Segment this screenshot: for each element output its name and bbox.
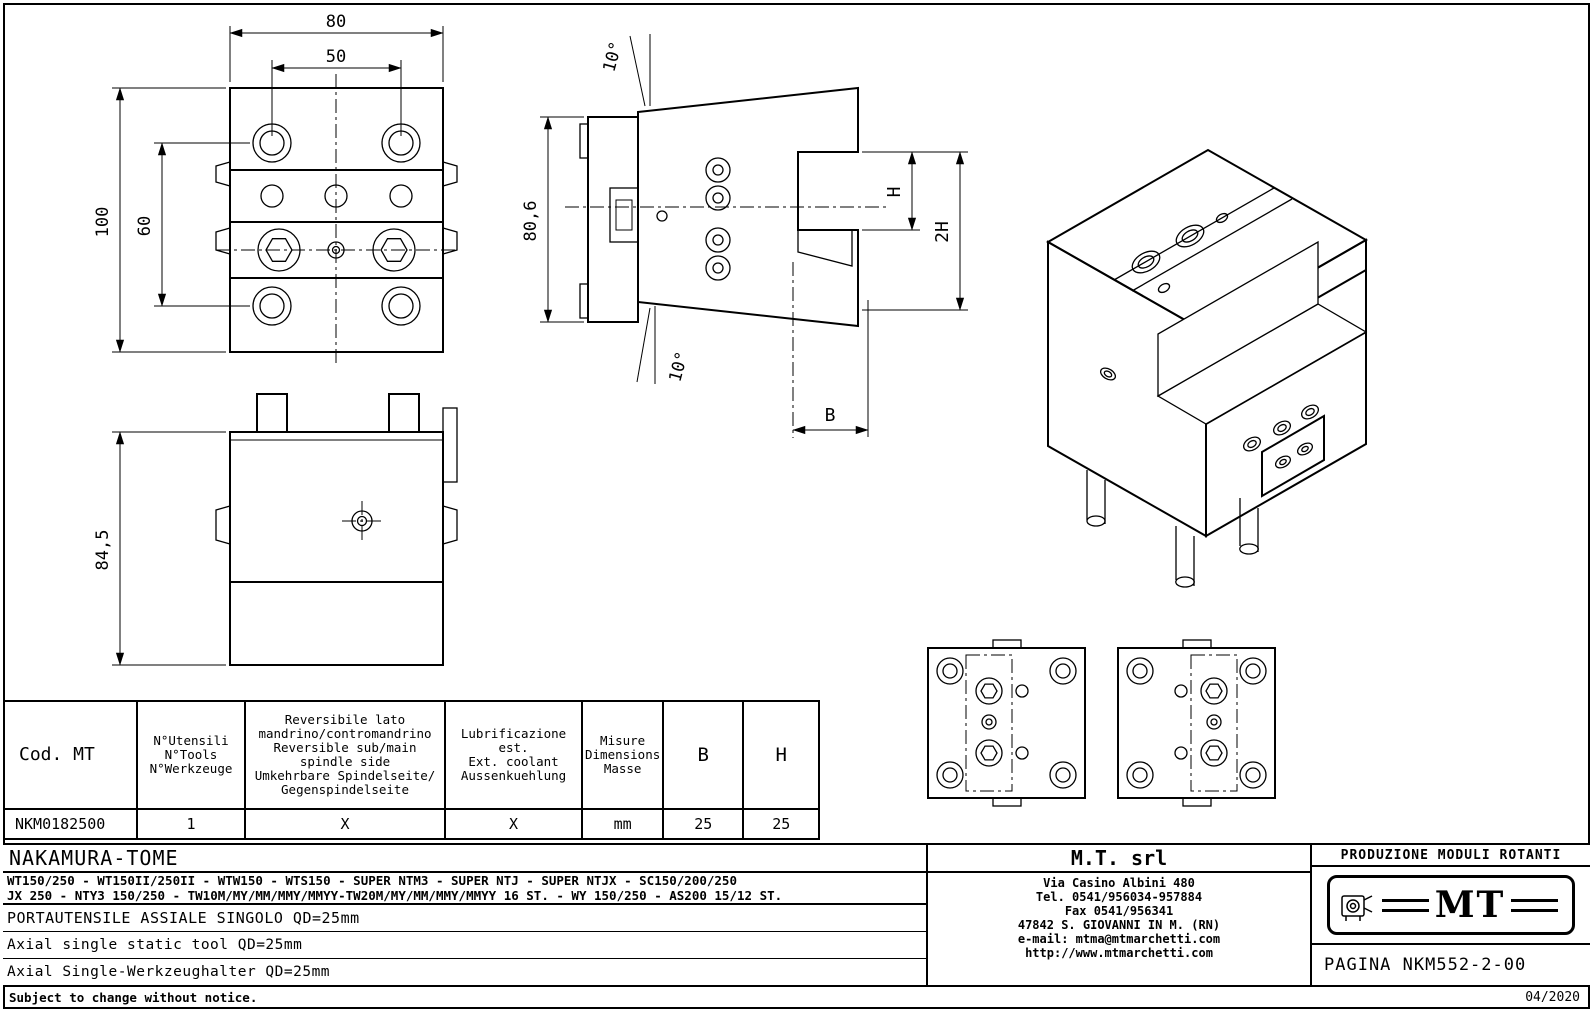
side-body — [579, 86, 859, 328]
cell-reversible: X — [244, 808, 446, 840]
cell-tools: 1 — [136, 808, 246, 840]
title-block-company: M.T. srl Via Casino Albini 480 Tel. 0541… — [928, 845, 1312, 985]
company-email: e-mail: mtma@mtmarchetti.com — [1017, 932, 1221, 946]
description-english: Axial single static tool QD=25mm — [3, 931, 926, 958]
isometric-view — [1045, 148, 1369, 588]
dim-side-slot-h: H — [884, 187, 905, 198]
small-view-left — [927, 639, 1086, 807]
iso-pins — [1086, 470, 1259, 588]
logo-right-bar — [1511, 898, 1559, 912]
col-header-coolant: Lubrificazione est. Ext. coolant Aussenk… — [444, 700, 583, 810]
bottom-view: 84,5 — [93, 393, 458, 666]
page-number: PAGINA NKM552-2-00 — [1312, 943, 1590, 985]
col-header-cod: Cod. MT — [3, 700, 138, 810]
side-view: 10° 80,6 H 2H 10° B — [521, 34, 968, 438]
dim-front-inner-height: 60 — [135, 216, 155, 236]
front-dimensions: 80 50 100 60 — [93, 12, 444, 353]
spec-table: Cod. MT N°Utensili N°Tools N°Werkzeuge R… — [3, 700, 821, 840]
rotary-module-icon — [1341, 895, 1373, 921]
dim-side-width-b: B — [825, 405, 836, 426]
bottom-dimensions: 84,5 — [93, 431, 226, 666]
col-header-reversible: Reversibile lato mandrino/contromandrino… — [244, 700, 446, 810]
side-centerlines — [565, 206, 888, 438]
cell-coolant: X — [444, 808, 583, 840]
col-header-b: B — [662, 700, 745, 810]
bottom-body — [215, 393, 458, 666]
front-centerlines — [216, 74, 458, 366]
machine-list-line1: WT150/250 - WT150II/250II - WTW150 - WTS… — [7, 873, 737, 888]
title-block: NAKAMURA-TOME WT150/250 - WT150II/250II … — [3, 843, 1590, 987]
footer: Subject to change without notice. 04/202… — [3, 987, 1590, 1007]
iso-bolts-top — [1131, 212, 1229, 294]
company-tel: Tel. 0541/956034-957884 — [1035, 890, 1203, 904]
title-block-left: NAKAMURA-TOME WT150/250 - WT150II/250II … — [3, 845, 928, 985]
dim-side-angle-bottom: 10° — [666, 349, 693, 384]
dim-side-angle-top: 10° — [600, 39, 627, 74]
company-address: Via Casino Albini 480 — [1043, 876, 1195, 890]
dim-bottom-height: 84,5 — [93, 530, 113, 571]
company-fax: Fax 0541/956341 — [1064, 904, 1174, 918]
dim-side-slot-2h: 2H — [932, 221, 953, 243]
small-view-right — [1117, 639, 1276, 807]
logo-area: MT — [1312, 867, 1590, 943]
mt-logo: MT — [1327, 875, 1575, 935]
machine-list-line2: JX 250 - NTY3 150/250 - TW10M/MY/MM/MMY/… — [7, 888, 783, 903]
col-header-h: H — [742, 700, 821, 810]
front-view: 80 50 100 60 — [93, 12, 458, 366]
dim-front-height: 100 — [93, 207, 113, 238]
col-header-measure: Misure Dimensions Masse — [580, 700, 665, 810]
description-german: Axial Single-Werkzeughalter QD=25mm — [3, 958, 926, 985]
side-holes — [656, 157, 731, 281]
cell-cod: NKM0182500 — [3, 808, 138, 840]
company-city: 47842 S. GIOVANNI IN M. (RN) — [1017, 918, 1221, 932]
company-web: http://www.mtmarchetti.com — [1025, 946, 1213, 960]
dim-side-height: 80,6 — [521, 201, 541, 242]
dim-front-inner-width: 50 — [326, 47, 346, 67]
production-header: PRODUZIONE MODULI ROTANTI — [1312, 845, 1590, 867]
dim-front-width: 80 — [326, 12, 346, 32]
cell-h: 25 — [742, 808, 821, 840]
company-name: M.T. srl — [928, 845, 1310, 873]
revision-date: 04/2020 — [1525, 989, 1580, 1005]
col-header-tools: N°Utensili N°Tools N°Werkzeuge — [136, 700, 246, 810]
change-notice: Subject to change without notice. — [9, 989, 258, 1005]
machine-list: WT150/250 - WT150II/250II - WTW150 - WTS… — [3, 871, 926, 903]
customer-name: NAKAMURA-TOME — [9, 846, 179, 870]
iso-body — [1045, 148, 1369, 538]
description-italian: PORTAUTENSILE ASSIALE SINGOLO QD=25mm — [3, 903, 926, 931]
cell-measure: mm — [580, 808, 665, 840]
title-block-right: PRODUZIONE MODULI ROTANTI MT — [1312, 845, 1590, 985]
logo-text: MT — [1434, 884, 1506, 926]
iso-side-details — [1099, 367, 1325, 498]
company-address-block: Via Casino Albini 480 Tel. 0541/956034-9… — [928, 873, 1310, 985]
cell-b: 25 — [662, 808, 745, 840]
logo-left-bar — [1382, 898, 1429, 912]
